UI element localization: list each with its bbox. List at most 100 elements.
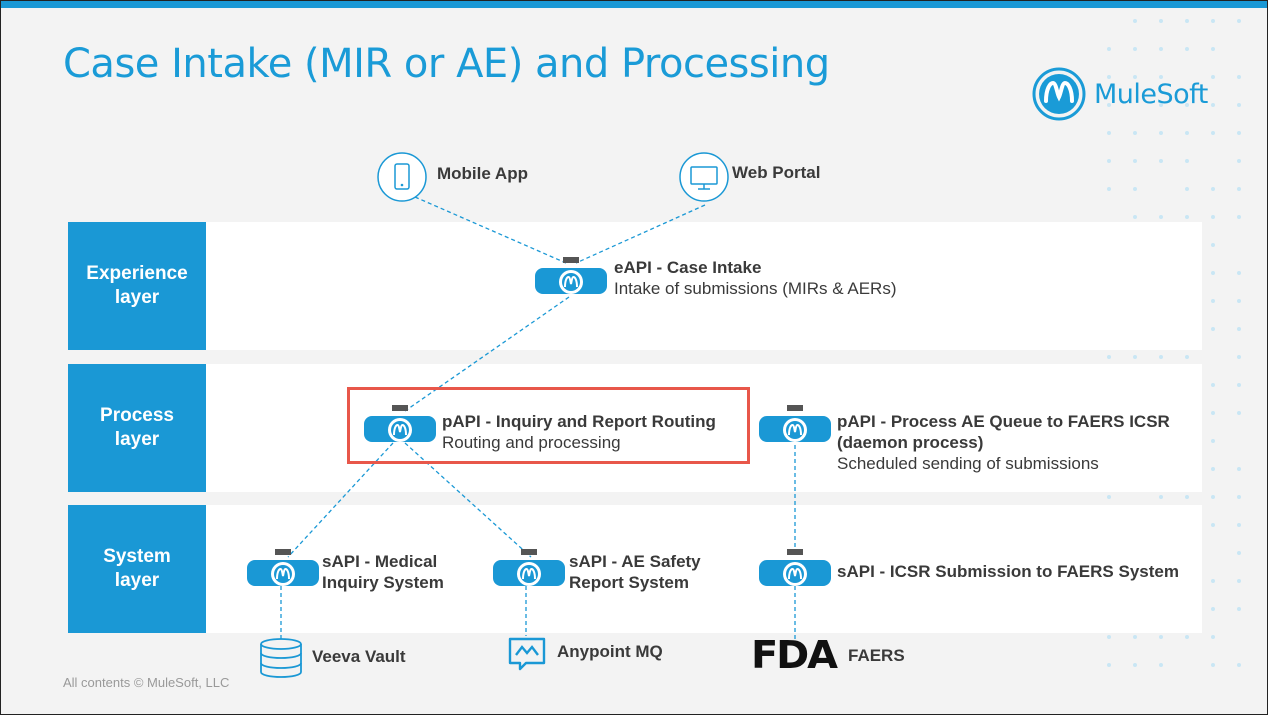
- copyright-footer: All contents © MuleSoft, LLC: [63, 675, 230, 690]
- decorative-dot: [1185, 495, 1189, 499]
- database-icon: [260, 638, 302, 678]
- decorative-dot: [1133, 635, 1137, 639]
- layer-label-line: layer: [114, 570, 160, 591]
- decorative-dot: [1211, 75, 1215, 79]
- decorative-dot: [1211, 467, 1215, 471]
- decorative-dot: [1107, 75, 1111, 79]
- decorative-dot: [1211, 131, 1215, 135]
- decorative-dot: [1211, 579, 1215, 583]
- decorative-dot: [1237, 271, 1241, 275]
- decorative-dot: [1159, 47, 1163, 51]
- decorative-dot: [1159, 75, 1163, 79]
- decorative-dot: [1107, 663, 1111, 667]
- decorative-dot: [1211, 103, 1215, 107]
- decorative-dot: [1133, 131, 1137, 135]
- system-layer-label: System layer: [68, 505, 206, 633]
- decorative-dot: [1237, 103, 1241, 107]
- decorative-dot: [1211, 19, 1215, 23]
- connector-web-to-eapi: [575, 204, 706, 264]
- decorative-dot: [1133, 159, 1137, 163]
- mule-api-icon: [364, 405, 436, 442]
- layer-label-line: Experience: [86, 263, 188, 284]
- decorative-dot: [1185, 131, 1189, 135]
- decorative-dot: [1133, 187, 1137, 191]
- decorative-dot: [1107, 355, 1111, 359]
- decorative-dot: [1237, 551, 1241, 555]
- mule-api-icon: [759, 549, 831, 586]
- decorative-dot: [1237, 131, 1241, 135]
- decorative-dot: [1185, 355, 1189, 359]
- decorative-dot: [1185, 47, 1189, 51]
- decorative-dot: [1211, 495, 1215, 499]
- decorative-dot: [1107, 495, 1111, 499]
- web-portal-label: Web Portal: [732, 163, 821, 182]
- monitor-icon: [679, 152, 729, 202]
- decorative-dot: [1237, 383, 1241, 387]
- decorative-dot: [1237, 299, 1241, 303]
- eapi-case-intake-subtitle: Intake of submissions (MIRs & AERs): [614, 279, 897, 298]
- decorative-dot: [1211, 439, 1215, 443]
- decorative-dot: [1159, 635, 1163, 639]
- connector-mobile-to-eapi: [414, 196, 567, 264]
- connector-eapi-to-papi-routing: [404, 296, 570, 412]
- decorative-dot: [1237, 467, 1241, 471]
- decorative-dot: [1237, 215, 1241, 219]
- decorative-dot: [1159, 131, 1163, 135]
- decorative-dot: [1211, 187, 1215, 191]
- mulesoft-logo-icon: [1032, 67, 1086, 121]
- mulesoft-logo: MuleSoft: [1032, 67, 1208, 121]
- decorative-dot: [1159, 103, 1163, 107]
- decorative-dot: [1237, 19, 1241, 23]
- decorative-dot: [1211, 411, 1215, 415]
- decorative-dot: [1133, 355, 1137, 359]
- decorative-dot: [1237, 579, 1241, 583]
- logo-text: MuleSoft: [1094, 78, 1208, 110]
- highlight-box: [347, 387, 750, 464]
- decorative-dot: [1237, 187, 1241, 191]
- decorative-dot: [1237, 663, 1241, 667]
- decorative-dot: [1185, 19, 1189, 23]
- connector-papi-to-sapi-medical: [287, 442, 394, 558]
- decorative-dot: [1211, 271, 1215, 275]
- decorative-dot: [1107, 131, 1111, 135]
- top-accent-bar: [1, 1, 1267, 8]
- sapi-medical-title-line2: Inquiry System: [322, 573, 444, 592]
- decorative-dot: [1159, 215, 1163, 219]
- mobile-app-label: Mobile App: [437, 164, 528, 183]
- decorative-dot: [1237, 75, 1241, 79]
- decorative-dot: [1237, 495, 1241, 499]
- mobile-phone-icon: [377, 152, 427, 202]
- decorative-dot: [1237, 355, 1241, 359]
- sapi-ae-safety-title: sAPI - AE Safety: [569, 552, 701, 571]
- decorative-dot: [1133, 75, 1137, 79]
- decorative-dot: [1211, 327, 1215, 331]
- fda-logo-icon: FDA: [751, 633, 838, 677]
- decorative-dot: [1133, 47, 1137, 51]
- anypoint-mq-icon: [508, 637, 546, 671]
- layer-label-line: System: [103, 546, 171, 567]
- decorative-dot: [1237, 607, 1241, 611]
- mule-api-icon: [759, 405, 831, 442]
- anypoint-mq-label: Anypoint MQ: [557, 642, 663, 661]
- decorative-dot: [1211, 383, 1215, 387]
- mule-api-icon: [247, 549, 319, 586]
- decorative-dot: [1159, 159, 1163, 163]
- decorative-dot: [1185, 159, 1189, 163]
- decorative-dot: [1211, 607, 1215, 611]
- decorative-dot: [1211, 215, 1215, 219]
- veeva-vault-label: Veeva Vault: [312, 647, 406, 666]
- faers-label: FAERS: [848, 646, 905, 665]
- decorative-dot: [1237, 411, 1241, 415]
- decorative-dot: [1107, 47, 1111, 51]
- decorative-dot: [1107, 635, 1111, 639]
- decorative-dot: [1185, 635, 1189, 639]
- decorative-dot: [1107, 159, 1111, 163]
- sapi-icsr-title: sAPI - ICSR Submission to FAERS System: [837, 562, 1179, 581]
- decorative-dot: [1107, 187, 1111, 191]
- papi-routing-subtitle: Routing and processing: [442, 433, 621, 452]
